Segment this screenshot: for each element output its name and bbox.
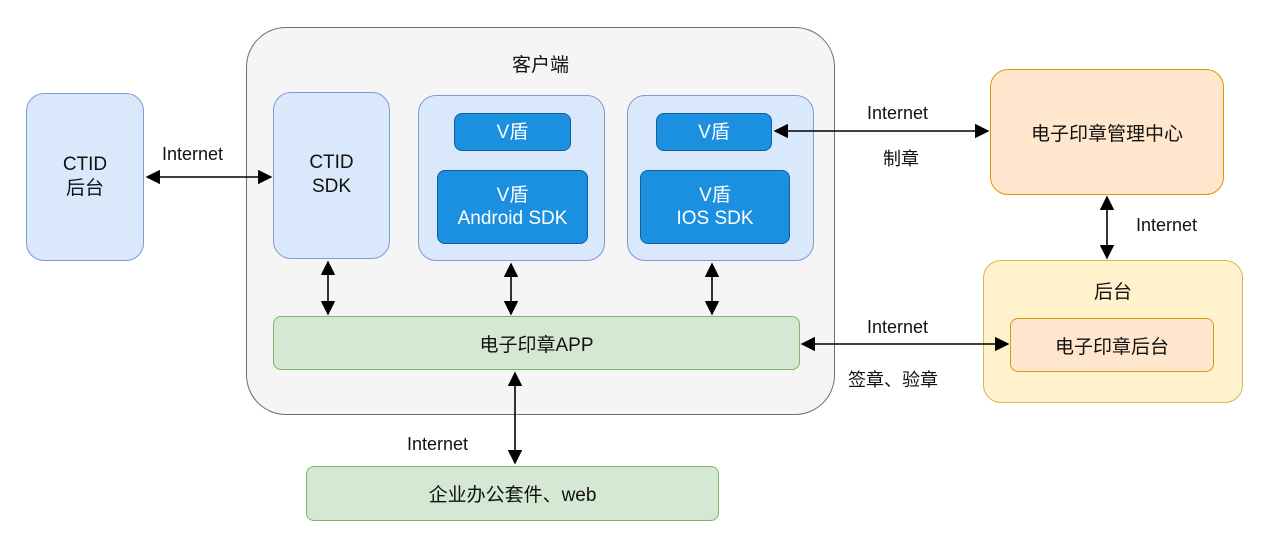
- backend-link-label-line2: 签章、验章: [848, 370, 938, 390]
- mgmt-link-label-line1: Internet: [867, 103, 929, 123]
- vshield-android-sdk-line2: Android SDK: [457, 208, 568, 229]
- mgmt-center-node: 电子印章管理中心: [990, 69, 1224, 195]
- office-suite-node: 企业办公套件、web: [306, 466, 719, 521]
- ctid-backend-node: CTID 后台: [26, 93, 144, 261]
- vshield-ios-top-node: V盾: [656, 113, 772, 151]
- mgmt-link-label-line2: 制章: [883, 149, 919, 169]
- vshield-ios-top-label: V盾: [698, 121, 730, 143]
- mgmt-center-label: 电子印章管理中心: [1030, 123, 1183, 145]
- vshield-android-top-node: V盾: [454, 113, 571, 151]
- ctid-sdk-label-line2: SDK: [311, 176, 352, 197]
- ctid-sdk-label-line1: CTID: [309, 152, 354, 173]
- ctid-backend-label-line1: CTID: [62, 154, 108, 175]
- vshield-ios-sdk-node: V盾 IOS SDK: [640, 170, 790, 244]
- esign-app-node: 电子印章APP: [273, 316, 800, 370]
- vshield-ios-sdk-line2: IOS SDK: [676, 208, 754, 229]
- office-suite-label: 企业办公套件、web: [428, 485, 597, 506]
- backend-title: 后台: [1093, 282, 1132, 303]
- office-link-label: Internet: [407, 434, 469, 454]
- esign-app-label: 电子印章APP: [479, 334, 594, 356]
- client-title: 客户端: [511, 55, 569, 76]
- vshield-android-top-label: V盾: [496, 121, 529, 143]
- esign-backend-label: 电子印章后台: [1054, 336, 1169, 358]
- esign-backend-node: 电子印章后台: [1010, 318, 1214, 372]
- vshield-ios-sdk-line1: V盾: [699, 185, 731, 206]
- ctid-link-label: Internet: [162, 144, 224, 164]
- ctid-sdk-node: CTID SDK: [273, 92, 390, 259]
- vshield-android-sdk-line1: V盾: [496, 185, 529, 206]
- ctid-backend-label-line2: 后台: [65, 178, 104, 199]
- vshield-android-sdk-node: V盾 Android SDK: [437, 170, 588, 244]
- backend-link-label-line1: Internet: [867, 317, 929, 337]
- mgmt-backend-link-label: Internet: [1136, 215, 1198, 235]
